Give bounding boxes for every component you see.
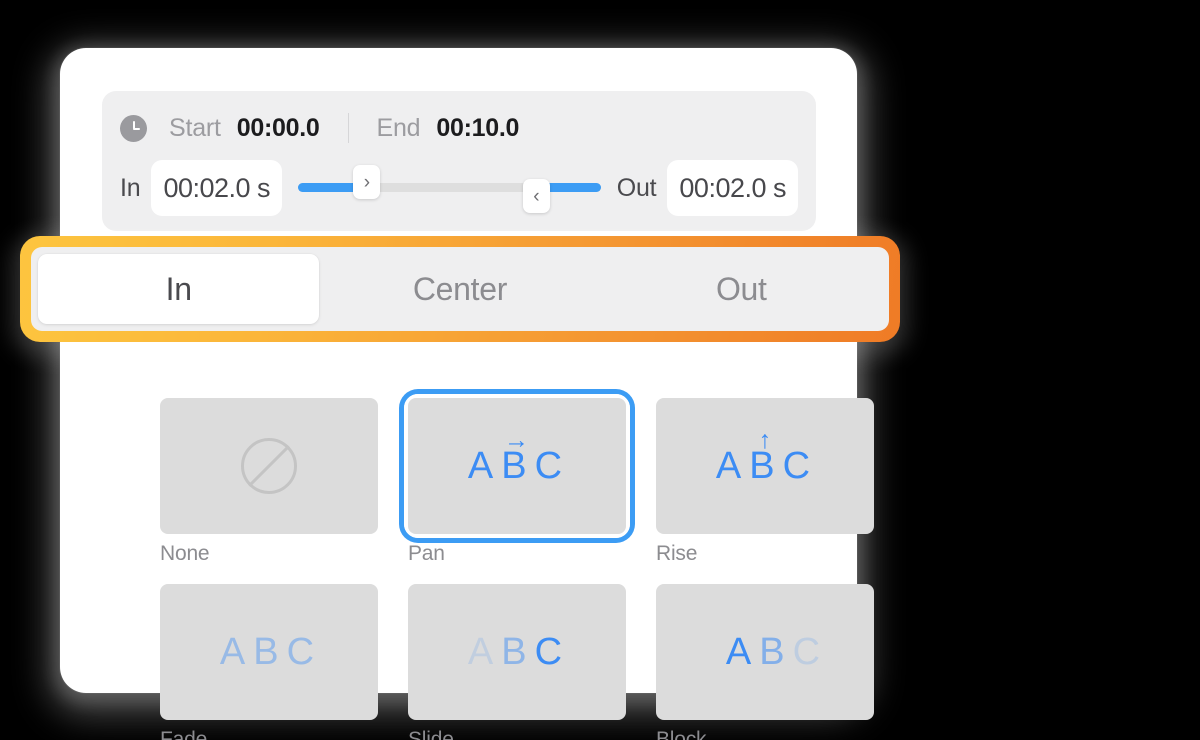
effect-thumb-wrap[interactable]: A B C xyxy=(656,584,874,720)
start-label: Start xyxy=(169,113,221,142)
tab-in[interactable]: In xyxy=(38,254,320,324)
abc-letter: C xyxy=(534,444,567,487)
effect-thumb-wrap-selected[interactable]: → A B C xyxy=(404,394,630,538)
effect-cell-pan[interactable]: → A B C Pan xyxy=(404,394,630,565)
effect-thumb-wrap[interactable]: A B C xyxy=(160,584,378,720)
slider-fill-in xyxy=(298,183,356,192)
effect-cell-slide[interactable]: A B C Slide xyxy=(408,584,626,740)
abc-letter: B xyxy=(749,444,779,487)
abc-letter: C xyxy=(286,630,319,673)
effect-preview-pan: → A B C xyxy=(408,398,626,534)
effect-label: Slide xyxy=(408,728,454,740)
out-label: Out xyxy=(616,173,657,202)
effect-cell-block[interactable]: A B C Block xyxy=(656,584,874,740)
in-out-row: In 00:02.0 s › ‹ Out 00:02.0 s xyxy=(120,157,798,219)
effect-label: Pan xyxy=(408,542,445,565)
abc-letter: B xyxy=(501,444,531,487)
abc-letter: C xyxy=(782,444,815,487)
slider-track[interactable] xyxy=(298,183,601,192)
effect-preview-block: A B C xyxy=(656,584,874,720)
tab-bar-highlight: In Center Out xyxy=(20,236,900,342)
effect-cell-rise[interactable]: ↑ A B C Rise xyxy=(656,398,874,564)
effect-cell-none[interactable]: None xyxy=(160,398,378,564)
arrow-up-icon: ↑ xyxy=(758,426,772,454)
effect-cell-fade[interactable]: A B C Fade xyxy=(160,584,378,740)
effect-preview-rise: ↑ A B C xyxy=(656,398,874,534)
clock-icon xyxy=(120,114,147,142)
abc-letter: A xyxy=(725,630,756,673)
abc-letter: A xyxy=(715,444,746,487)
effect-preview-fade: A B C xyxy=(160,584,378,720)
effect-label: None xyxy=(160,542,210,565)
abc-preview: A B C xyxy=(716,445,814,488)
effect-preview-none xyxy=(160,398,378,534)
effect-label: Fade xyxy=(160,728,208,740)
in-label: In xyxy=(120,173,141,202)
slider-handle-out[interactable]: ‹ xyxy=(522,179,550,213)
divider xyxy=(347,113,349,143)
position-tab-bar: In Center Out xyxy=(31,247,889,331)
slider-fill-out xyxy=(547,183,601,192)
trim-range-slider[interactable]: › ‹ xyxy=(298,157,601,219)
slider-handle-in[interactable]: › xyxy=(353,165,381,199)
start-end-row: Start 00:00.0 End 00:10.0 xyxy=(120,105,519,151)
end-label: End xyxy=(376,113,421,142)
abc-preview: A B C xyxy=(468,631,566,674)
abc-letter: C xyxy=(534,630,567,673)
in-duration-field[interactable]: 00:02.0 s xyxy=(151,160,283,216)
abc-letter: A xyxy=(467,630,498,673)
abc-letter: B xyxy=(501,630,531,673)
effect-label: Block xyxy=(656,728,707,740)
effect-label: Rise xyxy=(656,542,698,565)
start-value[interactable]: 00:00.0 xyxy=(236,113,320,142)
tab-center[interactable]: Center xyxy=(412,270,508,307)
effect-thumb-wrap[interactable] xyxy=(160,398,378,534)
abc-letter: B xyxy=(253,630,283,673)
abc-letter: A xyxy=(219,630,250,673)
abc-preview: A B C xyxy=(220,631,318,674)
abc-preview: A B C xyxy=(468,445,566,488)
abc-letter: A xyxy=(467,444,498,487)
end-value[interactable]: 00:10.0 xyxy=(436,113,520,142)
effects-grid: None → A B C Pan xyxy=(160,394,874,740)
abc-letter: B xyxy=(759,630,789,673)
effect-preview-slide: A B C xyxy=(408,584,626,720)
text-animation-panel: Start 00:00.0 End 00:10.0 In 00:02.0 s ›… xyxy=(60,48,874,740)
abc-letter: C xyxy=(792,630,825,673)
arrow-right-icon: → xyxy=(504,426,529,454)
tab-out[interactable]: Out xyxy=(715,270,767,307)
effect-thumb-wrap[interactable]: A B C xyxy=(408,584,626,720)
effect-thumb-wrap[interactable]: ↑ A B C xyxy=(656,398,874,534)
out-duration-field[interactable]: 00:02.0 s xyxy=(667,160,798,216)
timing-panel: Start 00:00.0 End 00:10.0 In 00:02.0 s ›… xyxy=(102,91,816,231)
no-entry-icon xyxy=(241,438,297,494)
abc-preview: A B C xyxy=(726,631,824,674)
